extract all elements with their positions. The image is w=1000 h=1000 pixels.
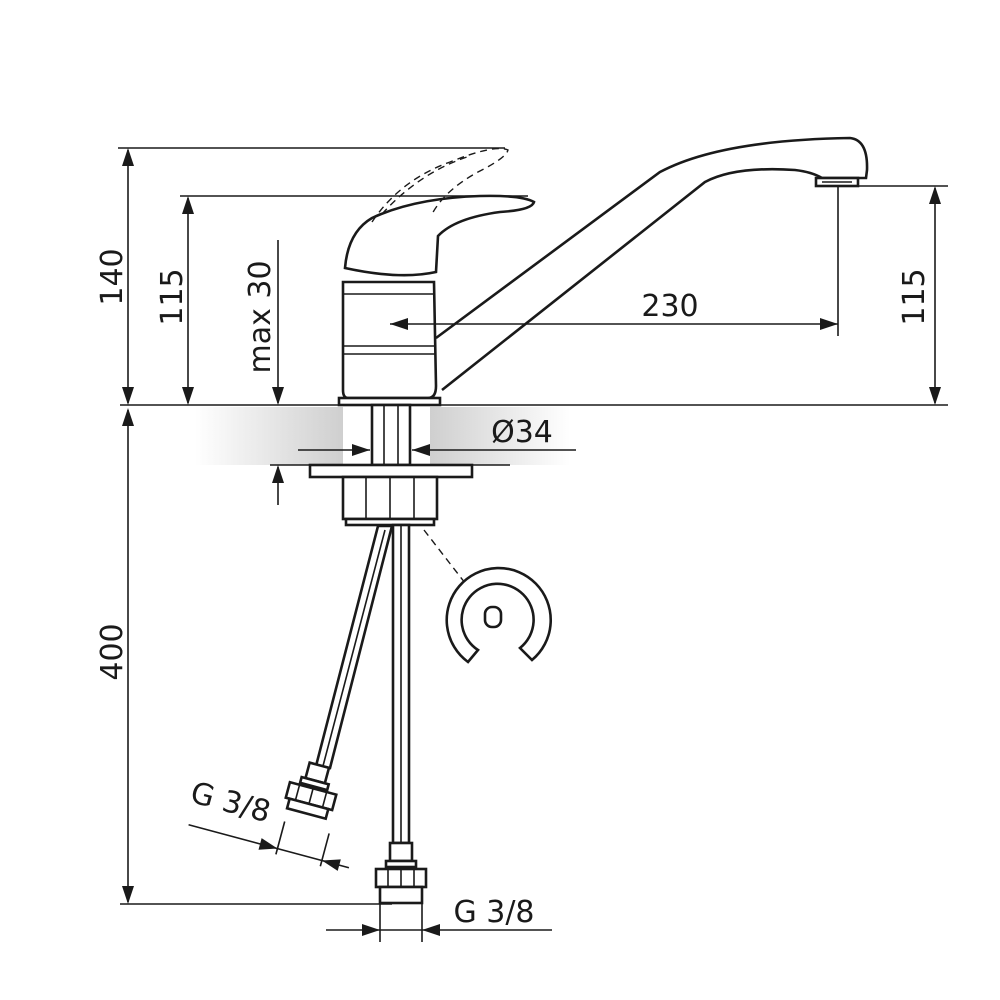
dimension-total-height: 140 [95, 148, 134, 405]
hose-fitting-right [374, 841, 428, 905]
hose-fitting-left [284, 761, 338, 821]
mounting-washer [308, 463, 474, 479]
mounting-assembly [308, 403, 474, 527]
label-total-height: 140 [95, 248, 130, 305]
dimension-spout-reach: 230 [390, 289, 838, 330]
label-spout-height: 115 [897, 268, 932, 325]
label-hose-connection-right: G 3/8 [453, 895, 534, 930]
flexible-hoses [314, 523, 411, 845]
horseshoe-clip [423, 529, 552, 664]
label-lever-height: 115 [155, 268, 190, 325]
label-hose-length: 400 [95, 623, 130, 680]
faucet-body [337, 280, 442, 407]
label-max-counter-thickness: max 30 [243, 260, 278, 373]
dimension-base-diameter: Ø34 [298, 415, 576, 456]
label-hose-connection-left: G 3/8 [187, 775, 274, 830]
dimension-lever-height: 115 [155, 196, 194, 405]
lever-raised-outline [371, 147, 509, 223]
lever-handle [343, 194, 536, 277]
dimension-hose-length: 400 [95, 408, 134, 904]
dimension-hose-connection-right: G 3/8 [326, 895, 552, 942]
dimension-hose-connection-left: G 3/8 [187, 775, 350, 871]
dimension-spout-height: 115 [897, 186, 941, 405]
label-base-diameter: Ø34 [491, 415, 553, 450]
spout [435, 136, 869, 392]
label-spout-reach: 230 [641, 289, 698, 324]
dimension-max-counter-thickness: max 30 [243, 240, 284, 505]
countertop-section [195, 407, 570, 465]
